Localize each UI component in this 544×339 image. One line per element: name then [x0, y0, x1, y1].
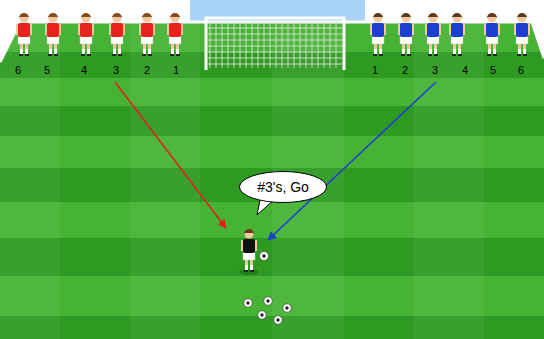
soccer-ball [258, 311, 266, 319]
player-number: 4 [81, 64, 87, 76]
player-figure [484, 13, 500, 56]
speech-text: #3's, Go [239, 179, 327, 195]
run-arrow [115, 82, 226, 228]
speech-bubble: #3's, Go [239, 171, 327, 203]
player-number: 6 [518, 64, 524, 76]
player-figure [78, 13, 94, 56]
player-figure [425, 13, 441, 56]
player-number: 3 [113, 64, 119, 76]
player-number: 4 [462, 64, 468, 76]
soccer-ball [244, 299, 252, 307]
soccer-ball [283, 304, 291, 312]
player-figure [45, 13, 61, 56]
player-number: 3 [432, 64, 438, 76]
player-figure [139, 13, 155, 56]
run-arrow [268, 82, 436, 240]
player-figure [370, 13, 386, 56]
player-number: 5 [44, 64, 50, 76]
goal [206, 18, 344, 70]
soccer-ball [274, 316, 282, 324]
player-number: 1 [173, 64, 179, 76]
player-figure [167, 13, 183, 56]
soccer-ball [264, 297, 272, 305]
player-figure [109, 13, 125, 56]
grass-check [414, 22, 484, 339]
player-figure [514, 13, 530, 56]
player-figure [449, 13, 465, 56]
player-number: 2 [144, 64, 150, 76]
player-number: 2 [402, 64, 408, 76]
player-number: 5 [490, 64, 496, 76]
player-number: 6 [15, 64, 21, 76]
touch-line [0, 22, 544, 62]
soccer-ball [260, 252, 269, 261]
player-figure [398, 13, 414, 56]
player-figure [241, 229, 257, 272]
coach-shadow [239, 269, 259, 275]
player-number: 1 [372, 64, 378, 76]
grass-check [0, 22, 60, 339]
player-figure [16, 13, 32, 56]
